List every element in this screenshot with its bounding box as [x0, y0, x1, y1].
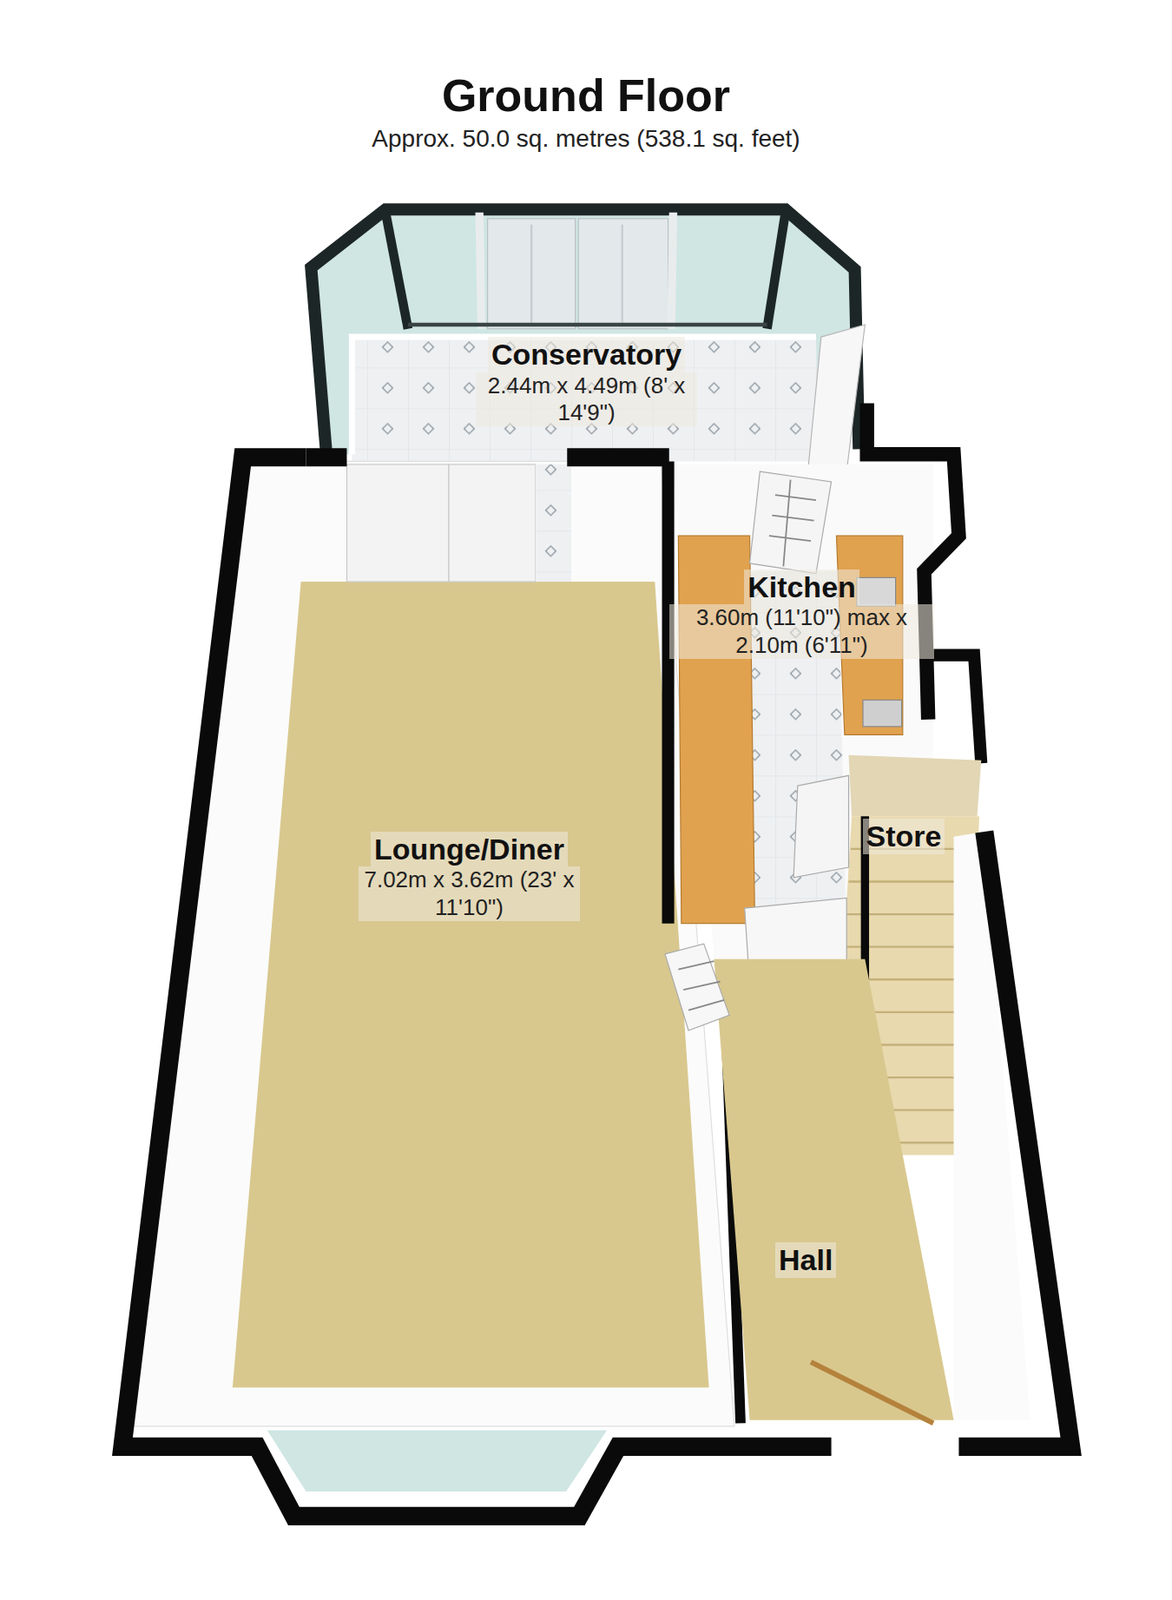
conservatory-art-part — [310, 209, 859, 455]
conservatory-art-part — [351, 336, 817, 455]
lounge-art-part — [566, 447, 669, 467]
room-name: Hall — [775, 1242, 837, 1278]
lounge-art-part — [346, 464, 448, 582]
conservatory-art — [310, 209, 865, 472]
kitchen-art-part — [750, 471, 832, 573]
hall-art-part — [958, 831, 1071, 1447]
room-area: Hall — [729, 1229, 883, 1291]
lounge-art-part — [232, 581, 710, 1388]
room-area: Lounge/Diner7.02m x 3.62m (23' x 11'10") — [244, 816, 694, 949]
lounge-art-part — [267, 1430, 607, 1492]
conservatory-art-part — [479, 212, 481, 330]
conservatory-art-part — [621, 224, 624, 323]
kitchen-art-part — [662, 460, 675, 923]
stairs-art-part — [793, 775, 849, 877]
conservatory-art-part — [767, 212, 786, 330]
kitchen-art-part — [856, 577, 896, 606]
conservatory-art-part — [578, 218, 668, 330]
lounge-art-part — [305, 447, 347, 467]
room-dimensions: 2.44m x 4.49m (8' x 14'9") — [475, 372, 698, 427]
plan-title: Ground Floor — [0, 69, 1172, 122]
room-area: Kitchen3.60m (11'10") max x 2.10m (6'11"… — [668, 550, 936, 693]
lounge-art-part — [448, 464, 536, 582]
kitchen-art-part — [928, 655, 982, 764]
stairs-art-part — [849, 755, 982, 817]
plan-caption: Approx. 50.0 sq. metres (538.1 sq. feet) — [0, 125, 1172, 153]
room-name: Conservatory — [487, 336, 685, 373]
room-dimensions: 7.02m x 3.62m (23' x 11'10") — [358, 866, 580, 921]
lounge-art-part — [535, 464, 572, 582]
room-area: Conservatory2.44m x 4.49m (8' x 14'9") — [356, 328, 817, 456]
conservatory-art-part — [808, 324, 866, 472]
conservatory-art-part — [671, 212, 673, 330]
hall-art-part — [678, 961, 725, 1010]
room-name: Kitchen — [744, 569, 860, 606]
room-dimensions: 3.60m (11'10") max x 2.10m (6'11") — [669, 604, 934, 659]
hall-art-part — [665, 943, 730, 1031]
kitchen-art-part — [769, 480, 817, 567]
conservatory-art-part — [351, 336, 821, 461]
conservatory-art-part — [385, 212, 409, 330]
room-area: Store — [846, 810, 962, 863]
hall-art-part — [810, 1362, 934, 1423]
conservatory-art-part — [530, 224, 533, 323]
hall-art-part — [713, 959, 954, 1421]
kitchen-art-part — [862, 699, 903, 727]
conservatory-art-part — [487, 218, 576, 330]
kitchen-art-part — [867, 402, 960, 719]
room-name: Store — [862, 818, 946, 855]
room-name: Lounge/Diner — [370, 831, 568, 868]
conservatory-art-part — [408, 322, 768, 328]
hall-art — [665, 831, 1072, 1447]
